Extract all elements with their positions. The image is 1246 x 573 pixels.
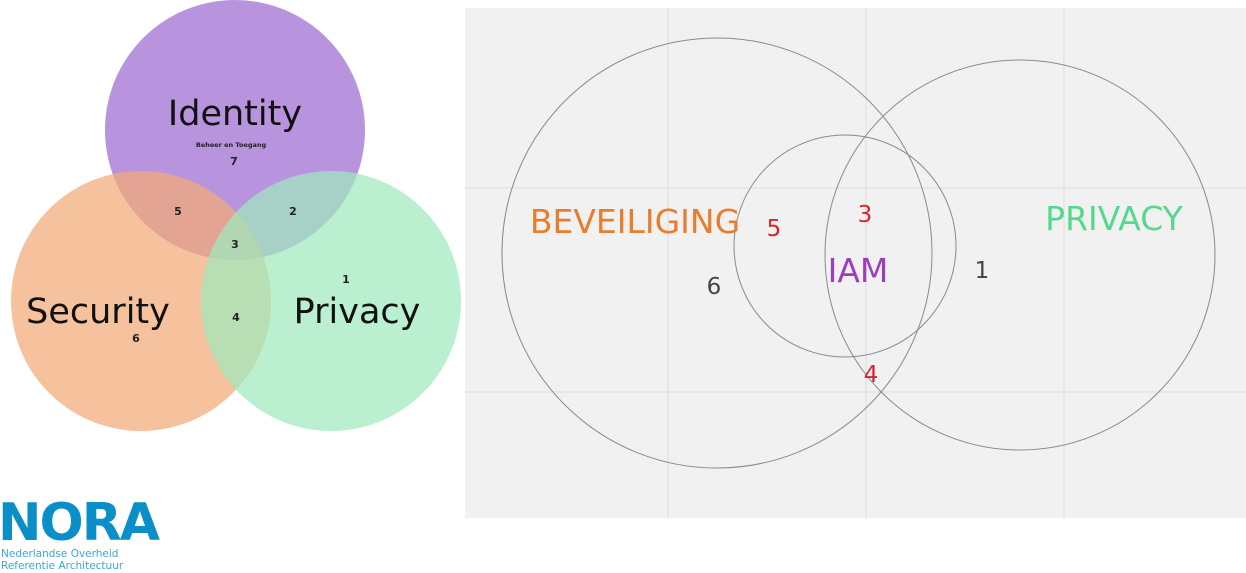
region-security-only: 6 xyxy=(132,332,140,345)
region-privacy-only-right: 1 xyxy=(975,258,990,284)
left-venn-diagram: Identity Beheer en Toegang Security Priv… xyxy=(11,0,461,431)
privacy-label: Privacy xyxy=(294,292,421,332)
nora-subtitle-line2: Referentie Architectuur xyxy=(1,560,124,572)
region-identity-security: 5 xyxy=(174,205,182,218)
beveiliging-label: BEVEILIGING xyxy=(530,202,740,241)
iam-circle xyxy=(733,134,957,358)
nora-logo: NORA Nederlandse Overheid Referentie Arc… xyxy=(0,497,160,573)
region-identity-only: 7 xyxy=(230,155,238,168)
privacy-circle xyxy=(201,171,461,431)
region-identity-privacy: 2 xyxy=(289,205,297,218)
iam-label: IAM xyxy=(828,251,889,290)
beveiliging-circle xyxy=(501,37,933,469)
region-security-privacy: 4 xyxy=(232,311,240,324)
security-circle xyxy=(11,171,271,431)
identity-sublabel: Beheer en Toegang xyxy=(196,141,267,149)
security-label: Security xyxy=(26,292,170,332)
region-all-three: 3 xyxy=(231,238,239,251)
region-privacy-only: 1 xyxy=(342,273,350,286)
region-beveiliging-privacy: 4 xyxy=(864,362,879,388)
identity-label: Identity xyxy=(168,94,302,134)
nora-wordmark: NORA xyxy=(0,493,160,553)
privacy-label-right: PRIVACY xyxy=(1045,199,1183,238)
region-iam-all: 3 xyxy=(858,202,873,228)
grid-background xyxy=(465,8,1246,518)
region-iam-beveiliging: 5 xyxy=(767,216,782,242)
privacy-circle-outline xyxy=(824,59,1216,451)
region-beveiliging-only: 6 xyxy=(707,274,722,300)
nora-subtitle-line1: Nederlandse Overheid xyxy=(1,548,119,560)
grid-lines xyxy=(465,8,1246,518)
